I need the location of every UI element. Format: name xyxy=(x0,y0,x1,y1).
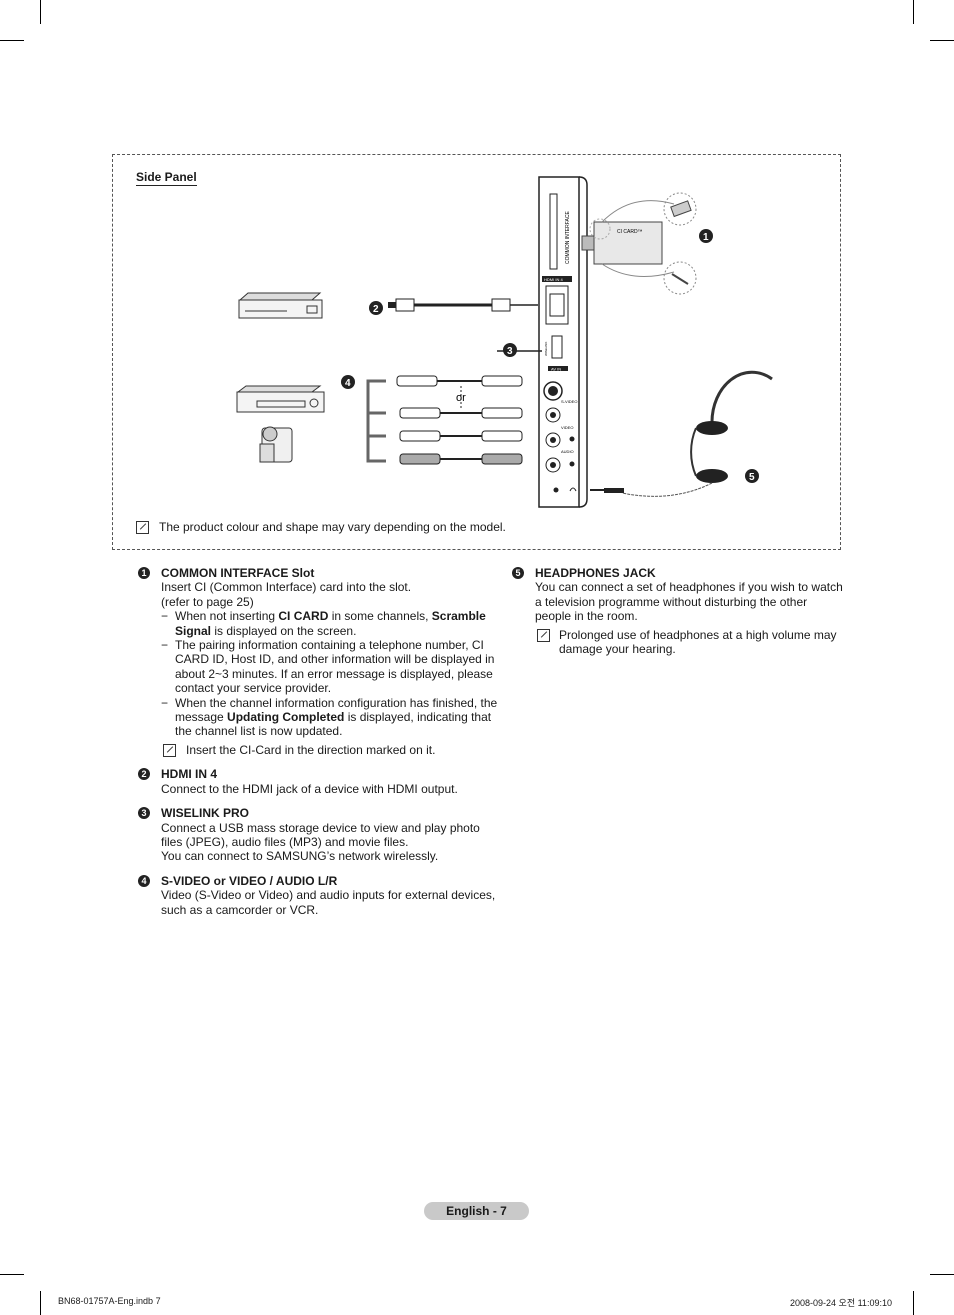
audio-r-port[interactable] xyxy=(545,457,561,473)
dash-item: When not inserting CI CARD in some chann… xyxy=(161,609,500,638)
hdmi-label: HDMI IN 4 xyxy=(544,277,563,282)
headphone-jack[interactable] xyxy=(553,487,559,493)
audio-l-port[interactable] xyxy=(545,432,561,448)
footer-timestamp: 2008-09-24 오전 11:09:10 xyxy=(790,1298,892,1308)
product-note: The product colour and shape may vary de… xyxy=(136,520,506,534)
note-icon xyxy=(136,520,149,534)
item-title: HEADPHONES JACK xyxy=(535,566,656,580)
svg-text:2: 2 xyxy=(373,304,379,315)
left-column: 1 COMMON INTERFACE Slot Insert CI (Commo… xyxy=(136,566,500,927)
wiselink-label: WISELINK xyxy=(544,342,548,356)
item-headphones: 5 HEADPHONES JACK You can connect a set … xyxy=(510,566,844,656)
footer-file: BN68-01757A-Eng.indb 7 xyxy=(58,1296,161,1306)
callout-5: 5 xyxy=(745,469,759,483)
item-number: 2 xyxy=(138,768,150,781)
side-panel-title: Side Panel xyxy=(136,170,197,186)
av-in-label: AV IN xyxy=(551,367,561,372)
crop-mark xyxy=(40,0,41,24)
set-top-box-icon xyxy=(238,292,323,319)
crop-mark xyxy=(930,40,954,41)
item-title: COMMON INTERFACE Slot xyxy=(161,566,315,580)
s-video-port[interactable] xyxy=(543,381,563,401)
hdmi-port[interactable] xyxy=(545,285,569,325)
item-number: 5 xyxy=(512,567,524,579)
svg-text:4: 4 xyxy=(345,378,351,389)
or-label: or xyxy=(456,392,466,404)
product-note-text: The product colour and shape may vary de… xyxy=(159,520,506,534)
tv-side-panel: COMMON INTERFACE HDMI IN 4 WISELINK AV I… xyxy=(538,176,588,508)
item-number: 3 xyxy=(138,807,150,820)
side-panel-diagram: COMMON INTERFACE HDMI IN 4 WISELINK AV I… xyxy=(236,176,773,508)
svg-text:3: 3 xyxy=(507,346,513,357)
callout-1: 1 xyxy=(699,229,713,243)
vcr-icon xyxy=(236,385,325,413)
callout-4: 4 xyxy=(341,375,355,389)
video-label: VIDEO xyxy=(561,425,573,430)
item-text: Connect to the HDMI jack of a device wit… xyxy=(161,781,458,796)
dash-item: The pairing information containing a tel… xyxy=(161,638,500,696)
camcorder-icon xyxy=(259,426,293,463)
note-icon xyxy=(537,628,550,642)
item-text: You can connect to SAMSUNG’s network wir… xyxy=(161,849,439,864)
item-svideo: 4 S-VIDEO or VIDEO / AUDIO L/R Video (S-… xyxy=(136,874,500,917)
callout-2: 2 xyxy=(369,301,383,315)
note-icon xyxy=(163,743,176,757)
item-text: Connect a USB mass storage device to vie… xyxy=(161,820,480,849)
right-column: 5 HEADPHONES JACK You can connect a set … xyxy=(510,566,844,666)
ci-card: CI CARD™ xyxy=(581,192,697,295)
headphones-icon xyxy=(590,370,773,497)
svg-text:1: 1 xyxy=(703,232,709,243)
usb-port[interactable] xyxy=(551,335,563,359)
item-text: Insert CI (Common Interface) card into t… xyxy=(161,580,412,595)
ci-note: Insert the CI-Card in the direction mark… xyxy=(161,743,500,757)
audio-label: AUDIO xyxy=(561,449,574,454)
svg-text:5: 5 xyxy=(749,472,755,483)
item-text: (refer to page 25) xyxy=(161,594,254,609)
item-common-interface: 1 COMMON INTERFACE Slot Insert CI (Commo… xyxy=(136,566,500,757)
dash-item: When the channel information configurati… xyxy=(161,696,500,739)
crop-mark xyxy=(913,1291,914,1315)
item-wiselink: 3 WISELINK PRO Connect a USB mass storag… xyxy=(136,806,500,864)
item-title: HDMI IN 4 xyxy=(161,767,218,782)
video-port[interactable] xyxy=(545,407,561,423)
crop-mark xyxy=(40,1291,41,1315)
item-hdmi: 2 HDMI IN 4 Connect to the HDMI jack of … xyxy=(136,767,500,796)
crop-mark xyxy=(0,1274,24,1275)
item-title: WISELINK PRO xyxy=(161,806,250,821)
item-number: 1 xyxy=(138,567,150,579)
headphones-note: Prolonged use of headphones at a high vo… xyxy=(535,628,844,657)
page-number-badge: English - 7 xyxy=(424,1202,529,1220)
callout-3: 3 xyxy=(503,343,517,357)
item-title: S-VIDEO or VIDEO / AUDIO L/R xyxy=(161,873,338,888)
s-video-label: S-VIDEO xyxy=(561,399,577,404)
item-number: 4 xyxy=(138,874,150,887)
item-text: You can connect a set of headphones if y… xyxy=(535,580,843,624)
hdmi-cable xyxy=(388,298,538,312)
crop-mark xyxy=(913,0,914,24)
av-cables: or xyxy=(366,375,523,465)
item-text: Video (S-Video or Video) and audio input… xyxy=(161,888,496,917)
crop-mark xyxy=(930,1274,954,1275)
crop-mark xyxy=(0,40,24,41)
ci-card-label: CI CARD™ xyxy=(617,229,643,235)
side-panel-box xyxy=(112,154,841,550)
common-interface-label: COMMON INTERFACE xyxy=(565,211,571,264)
